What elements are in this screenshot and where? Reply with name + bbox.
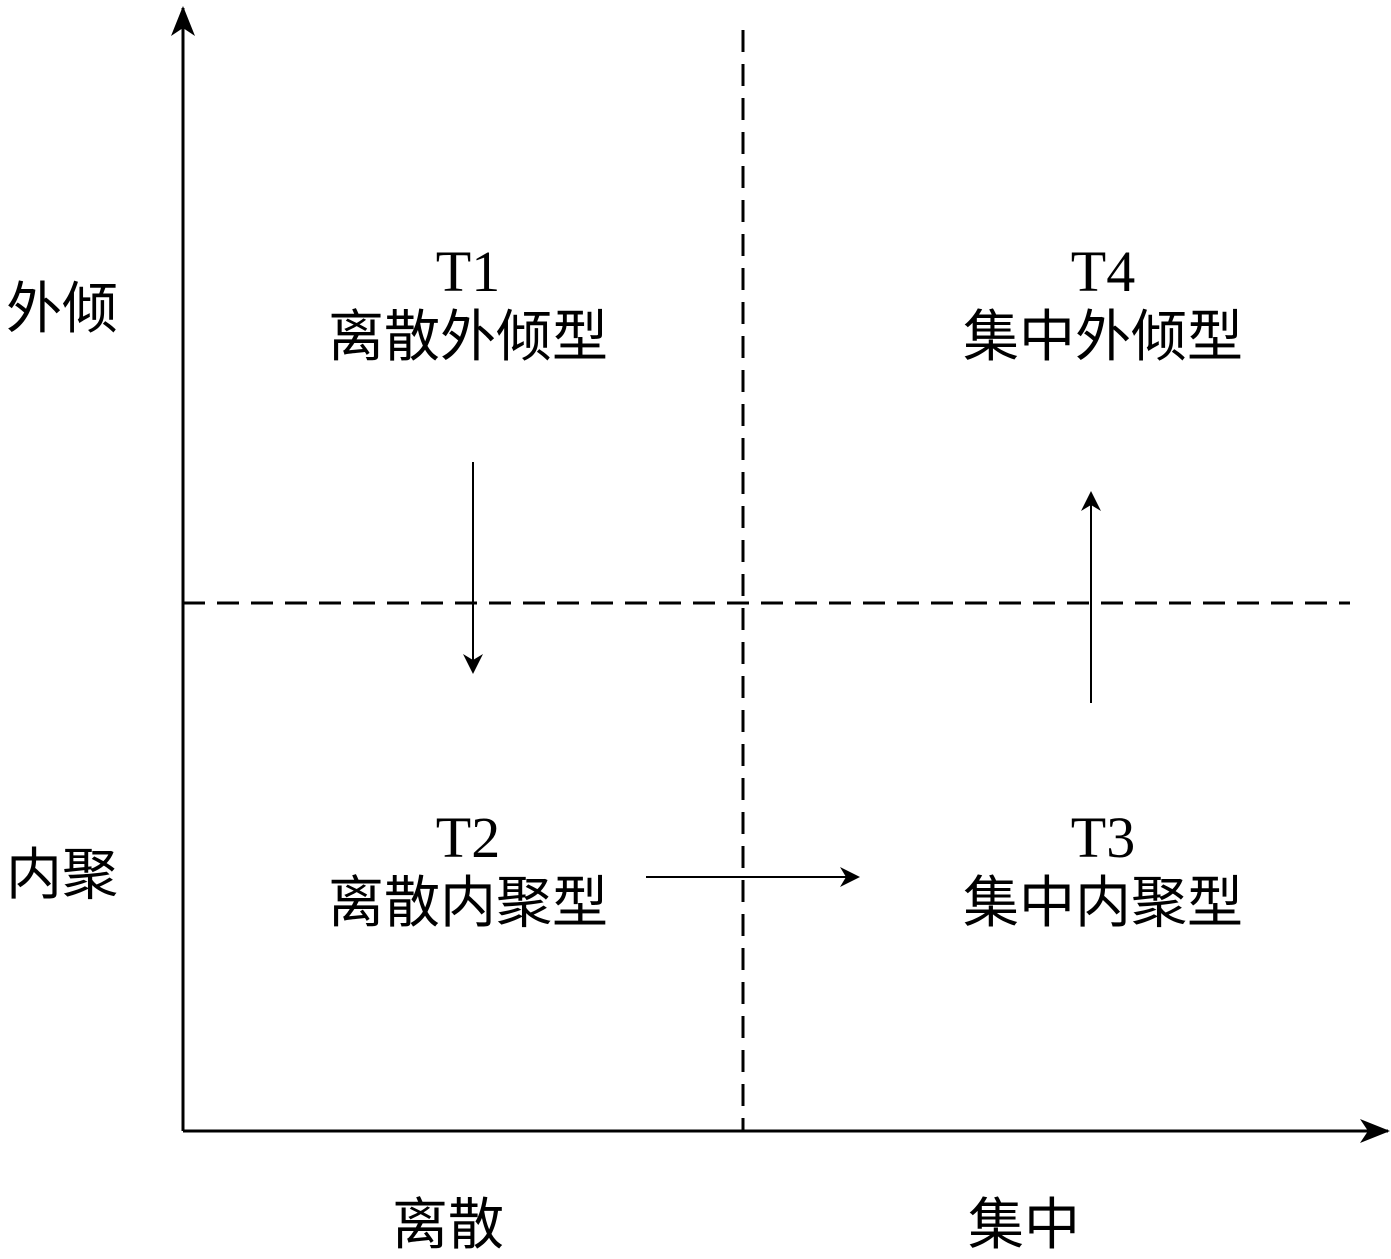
quadrant-t1: T1 离散外倾型 bbox=[258, 240, 678, 372]
quadrant-t2-name: 离散内聚型 bbox=[328, 871, 608, 936]
quadrant-t3-name: 集中内聚型 bbox=[963, 871, 1243, 936]
x-axis-right-label: 集中 bbox=[968, 1193, 1080, 1258]
y-axis-bottom-label: 内聚 bbox=[6, 843, 118, 908]
x-axis-left-label: 离散 bbox=[392, 1193, 504, 1258]
quadrant-t3-code: T3 bbox=[1070, 805, 1136, 870]
quadrant-t2: T2 离散内聚型 bbox=[258, 806, 678, 938]
quadrant-t1-name: 离散外倾型 bbox=[328, 305, 608, 370]
quadrant-t1-code: T1 bbox=[435, 239, 501, 304]
quadrant-t2-code: T2 bbox=[435, 805, 501, 870]
quadrant-t4-code: T4 bbox=[1070, 239, 1136, 304]
quadrant-t4: T4 集中外倾型 bbox=[893, 240, 1313, 372]
quadrant-t3: T3 集中内聚型 bbox=[893, 806, 1313, 938]
quadrant-t4-name: 集中外倾型 bbox=[963, 305, 1243, 370]
y-axis-top-label: 外倾 bbox=[6, 277, 118, 342]
